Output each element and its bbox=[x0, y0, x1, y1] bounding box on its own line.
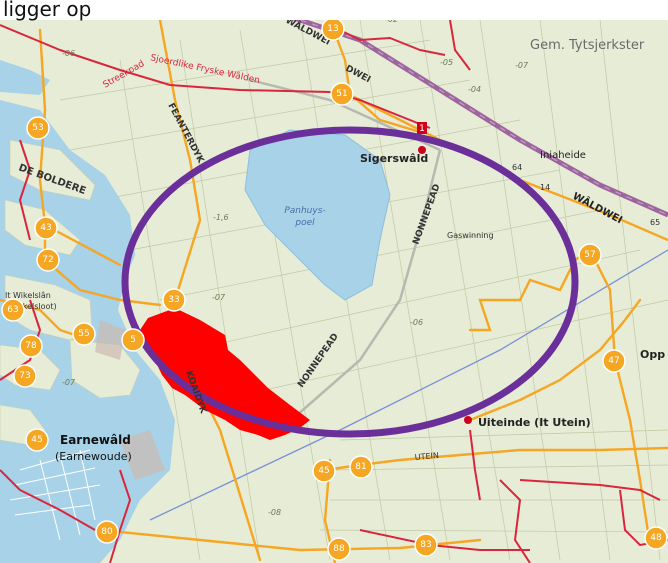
junction-node-label: 78 bbox=[25, 341, 37, 351]
junction-node-label: 73 bbox=[19, 371, 30, 381]
junction-node-label: 53 bbox=[32, 123, 43, 133]
cycle-routes-red bbox=[0, 19, 668, 563]
junction-node-label: 47 bbox=[608, 356, 619, 366]
place-label-opp: Opp bbox=[640, 348, 665, 361]
place-label-wikelslan-1: It Wikelslân bbox=[5, 291, 51, 300]
junction-node-label: 72 bbox=[42, 255, 53, 265]
marker-1: 1 bbox=[419, 124, 425, 134]
town-streets bbox=[9, 449, 101, 541]
junction-node-marker bbox=[25, 428, 49, 452]
road-label-utein: UTEIN bbox=[414, 451, 439, 462]
caption-text: ligger op bbox=[0, 0, 668, 20]
junction-node-marker bbox=[95, 520, 119, 544]
junction-node-marker bbox=[414, 533, 438, 557]
town-builtup bbox=[95, 320, 165, 480]
junction-node-marker bbox=[34, 216, 58, 240]
junction-node-label: 80 bbox=[101, 527, 113, 537]
spot-16: -1,6 bbox=[213, 213, 229, 222]
junction-node-marker bbox=[26, 116, 50, 140]
spot-05: -05 bbox=[440, 58, 453, 67]
junction-node-marker bbox=[312, 459, 336, 483]
junction-node-label: 55 bbox=[78, 329, 89, 339]
junction-node-marker bbox=[327, 537, 351, 561]
spot-06b: -06 bbox=[410, 318, 423, 327]
junction-node-marker bbox=[578, 243, 602, 267]
place-label-uiteinde: Uiteinde (It Utein) bbox=[478, 416, 591, 429]
junction-node-marker bbox=[13, 364, 37, 388]
highlight-oval bbox=[121, 126, 579, 438]
junction-node-marker bbox=[121, 328, 145, 352]
panhuyspoel-lake bbox=[244, 129, 391, 301]
place-label-wikelslan-2: (Wikkelsloot) bbox=[5, 302, 57, 311]
spot-04: -04 bbox=[468, 85, 481, 94]
junction-node-marker bbox=[602, 349, 626, 373]
junction-node-marker bbox=[36, 248, 60, 272]
junction-node-marker bbox=[349, 455, 373, 479]
lake-label-2: poel bbox=[294, 218, 315, 228]
place-label-earnewald: Earnewâld bbox=[60, 433, 131, 447]
west-islands bbox=[0, 139, 141, 446]
junction-node-label: 57 bbox=[584, 250, 595, 260]
village-label-sigerswald: Sigerswâld bbox=[360, 152, 428, 165]
junction-node-marker bbox=[19, 334, 43, 358]
cycle-junction-nodes: 13 51 53 43 72 33 63 55 78 73 45 80 57 47 45 81 88 83 48 5 bbox=[1, 17, 668, 561]
marker-1-box bbox=[417, 122, 427, 134]
junction-node-marker bbox=[644, 526, 668, 550]
sigerswald-dot bbox=[418, 146, 426, 154]
junction-node-label: 88 bbox=[333, 544, 345, 554]
junction-node-label: 48 bbox=[650, 533, 662, 543]
junction-node-label: 43 bbox=[40, 223, 51, 233]
spot-06a: -06 bbox=[62, 49, 75, 58]
spot-14: 14 bbox=[540, 183, 550, 192]
red-highlight-area bbox=[140, 308, 310, 440]
junction-node-marker bbox=[1, 298, 25, 322]
junction-node-label: 45 bbox=[318, 466, 329, 476]
spot-07b: -07 bbox=[62, 378, 76, 387]
junction-node-label: 83 bbox=[420, 540, 431, 550]
railway-dash bbox=[254, 4, 668, 216]
pipeline-line bbox=[149, 249, 668, 521]
place-label-gaswinning: Gaswinning bbox=[447, 231, 494, 240]
junction-node-marker bbox=[72, 322, 96, 346]
spot-08: -08 bbox=[268, 508, 281, 517]
junction-node-label: 63 bbox=[7, 305, 18, 315]
junction-node-label: 81 bbox=[355, 462, 366, 472]
spot-07c: -07 bbox=[515, 61, 529, 70]
junction-node-marker bbox=[162, 288, 186, 312]
junction-node-label: 51 bbox=[336, 89, 347, 99]
municipality-label: Gem. Tytsjerkster bbox=[530, 38, 645, 53]
junction-node-label: 13 bbox=[327, 24, 338, 34]
junction-node-label: 33 bbox=[168, 295, 179, 305]
uiteinde-dot bbox=[464, 416, 472, 424]
spot-07a: -07 bbox=[212, 293, 226, 302]
place-label-iniaheide: Iniaheide bbox=[540, 150, 586, 161]
spot-64: 64 bbox=[512, 163, 522, 172]
spot-65: 65 bbox=[650, 218, 660, 227]
lake-label-1: Panhuys- bbox=[284, 206, 325, 216]
junction-node-label: 5 bbox=[130, 335, 136, 345]
place-label-earnewoude: (Earnewoude) bbox=[55, 450, 132, 463]
junction-node-label: 45 bbox=[31, 435, 42, 445]
junction-node-marker bbox=[330, 82, 354, 106]
